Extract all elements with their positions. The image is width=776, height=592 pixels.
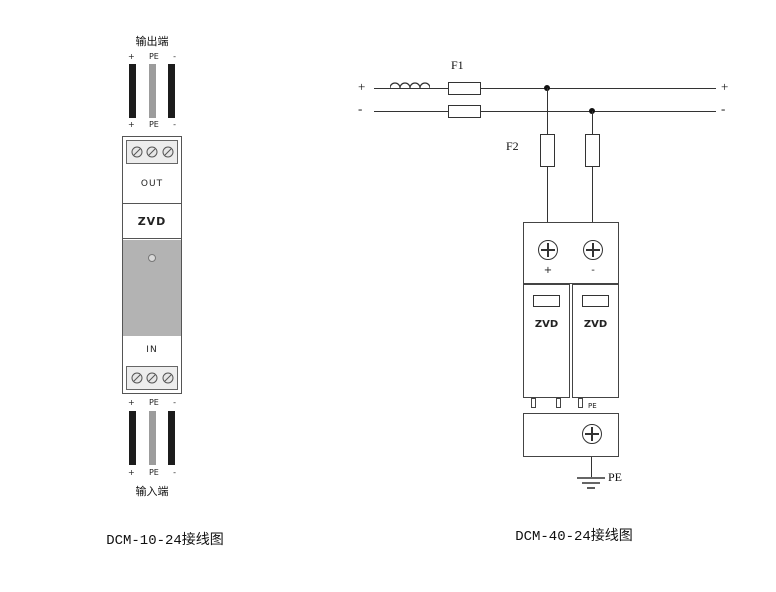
pe-label: PE: [148, 398, 159, 407]
plus-label: +: [128, 468, 135, 477]
plus-sign-left: +: [358, 79, 366, 94]
spd-top-section: + -: [523, 222, 619, 284]
screw-icon: [146, 146, 158, 158]
minus-label: -: [173, 120, 176, 129]
bottom-terminal-block: [126, 366, 178, 390]
pe-wire-bar: [148, 64, 156, 118]
screw-icon: [131, 372, 143, 384]
module-zvd-label: ZVD: [123, 203, 181, 239]
minus-label: -: [173, 398, 176, 407]
input-terminal-label: 输入端: [135, 485, 169, 498]
dcm-10-24-module: OUT ZVD IN: [122, 136, 182, 394]
pe-label: PE: [148, 120, 159, 129]
pe-label: PE: [148, 52, 159, 61]
pe-terminal-label: PE: [588, 402, 597, 410]
top-terminal-block: [126, 140, 178, 164]
left-diagram-caption: DCM-10-24接线图: [106, 533, 224, 549]
minus-wire-bar: [168, 411, 175, 465]
wire-label-row-bottom-inner: + PE -: [128, 399, 176, 407]
module-tab: [556, 398, 561, 408]
inductor-coil-icon: [390, 79, 430, 89]
plus-label: +: [128, 398, 135, 407]
fuse-f2-label: F2: [506, 139, 519, 153]
terminal-screw-plus-icon: [537, 239, 559, 261]
fuse-f2-plus-symbol: [540, 134, 555, 167]
screw-icon: [162, 146, 174, 158]
screw-icon: [131, 146, 143, 158]
status-window-icon: [533, 295, 560, 307]
pe-screw-icon: [581, 423, 603, 445]
minus-label: -: [173, 468, 176, 477]
input-wire-bars: [129, 411, 175, 465]
fuse-f2-minus-symbol: [585, 134, 600, 167]
plus-label: +: [128, 120, 135, 129]
screw-icon: [162, 372, 174, 384]
earth-ground-icon: [576, 476, 606, 492]
earth-wire: [591, 457, 592, 477]
spd-module-right: ZVD: [572, 284, 619, 398]
minus-sign-left: -: [358, 101, 363, 116]
spd-module-left-zvd-label: ZVD: [534, 319, 559, 330]
screw-icon: [146, 372, 158, 384]
pe-label: PE: [148, 468, 159, 477]
fuse-f1-label: F1: [451, 58, 464, 72]
module-gray-body: [123, 240, 181, 336]
dc-minus-line: [374, 111, 716, 112]
output-wire-bars: [129, 64, 175, 118]
module-tab: [531, 398, 536, 408]
plus-sign-right: +: [721, 79, 729, 94]
minus-wire-bar: [168, 64, 175, 118]
fuse-f1-plus-symbol: [448, 82, 481, 95]
module-tab: [578, 398, 583, 408]
indicator-dot-icon: [148, 254, 156, 262]
spd-base-section: [523, 413, 619, 457]
right-diagram-caption: DCM-40-24接线图: [515, 529, 633, 545]
plus-wire-bar: [129, 411, 136, 465]
spd-module-right-zvd-label: ZVD: [583, 319, 608, 330]
wire-label-row-top-inner: + PE -: [128, 121, 176, 129]
pe-ground-label: PE: [608, 470, 623, 484]
fuse-f1-minus-symbol: [448, 105, 481, 118]
spd-module-left: ZVD: [523, 284, 570, 398]
terminal-minus-mark: -: [591, 265, 595, 276]
minus-sign-right: -: [721, 101, 726, 116]
terminal-screw-minus-icon: [582, 239, 604, 261]
plus-label: +: [128, 52, 135, 61]
pe-wire-bar: [148, 411, 156, 465]
minus-label: -: [173, 52, 176, 61]
module-out-label: OUT: [140, 179, 164, 189]
wire-label-row-top-outer: + PE -: [128, 53, 176, 61]
plus-wire-bar: [129, 64, 136, 118]
module-in-label: IN: [146, 345, 158, 355]
status-window-icon: [582, 295, 609, 307]
wire-label-row-bottom-outer: + PE -: [128, 469, 176, 477]
output-terminal-label: 输出端: [135, 35, 169, 48]
terminal-plus-mark: +: [543, 265, 553, 276]
